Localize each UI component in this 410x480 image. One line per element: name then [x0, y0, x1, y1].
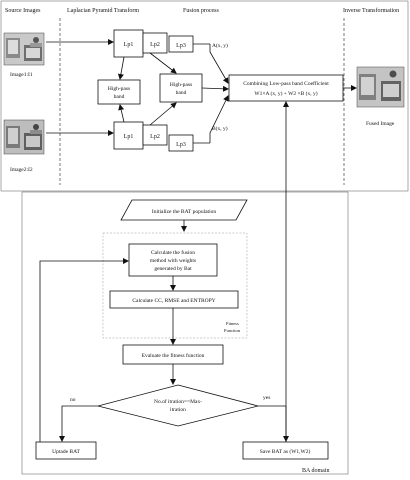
- calc-cc-label: Calculate CC, RMSE and ENTROPY: [132, 298, 215, 304]
- label-bxy: B(x, y): [212, 125, 228, 132]
- combine-line2: W1×A (x, y) + W2 ×B (x, y): [254, 90, 317, 97]
- lp3-label-lower: Lp3: [176, 142, 186, 148]
- fitness-line1: Fitness: [226, 321, 239, 326]
- arrow-b-combine: [209, 95, 229, 143]
- yes-label: yes: [263, 395, 270, 401]
- highpass-right-line1: High-pass: [170, 82, 192, 88]
- save-box: [242, 441, 329, 460]
- lp2-box-upper: [142, 32, 168, 54]
- init-parallelogram: [120, 199, 248, 221]
- fitness-region: [102, 232, 248, 339]
- highpass-box-left: [97, 79, 141, 105]
- lp1-box-lower: [113, 121, 144, 150]
- decision-line2: itration: [170, 407, 186, 413]
- save-label: Save BAT as (W1,W2): [260, 448, 311, 455]
- highpass-left-line1: High-pass: [108, 86, 130, 92]
- arrow-yes-save: [258, 405, 289, 442]
- fitness-line2: Function: [224, 328, 241, 333]
- combine-line1: Combining Low-pass band Coefficient: [243, 80, 329, 87]
- highpass-left-line2: band: [114, 94, 125, 100]
- update-label: Uptade BAT: [52, 449, 80, 455]
- fused-label: Fused Image: [366, 121, 395, 127]
- lp2-label-lower: Lp2: [150, 134, 160, 140]
- ba-domain-label: BA domain: [302, 468, 330, 474]
- decision-diamond: [97, 384, 259, 427]
- header-laplacian: Laplacian Pyramid Transform: [67, 7, 139, 14]
- arrow-hp-combine: [201, 85, 229, 92]
- arrow-lp2u-hp2: [149, 52, 177, 74]
- evaluate-label: Evaluate the fitness function: [142, 352, 205, 359]
- highpass-box-right: [159, 73, 203, 103]
- combine-box: [228, 74, 344, 102]
- image2-label: Image2:I2: [10, 167, 33, 173]
- calc-fusion-box: [128, 243, 218, 277]
- lp2-box-lower: [142, 124, 168, 146]
- calc-cc-box: [109, 290, 239, 309]
- arrow-update-loop: [39, 258, 129, 442]
- source-image-2: [3, 119, 45, 155]
- ba-domain-frame: [21, 191, 349, 475]
- fused-image: [356, 66, 405, 108]
- lp1-label-lower: Lp1: [124, 134, 134, 140]
- top-panel-frame: [0, 0, 409, 192]
- arrow-a-combine: [209, 44, 229, 84]
- arrow-lp1l-hp: [118, 104, 125, 123]
- source-image-1: [3, 32, 45, 66]
- calc-fusion-line1: Calculate the fusion: [151, 249, 195, 256]
- label-axy: A(x, y): [212, 42, 228, 49]
- arrow-no-update: [59, 405, 98, 442]
- header-inverse: Inverse Transformation: [343, 7, 399, 14]
- update-box: [35, 441, 97, 460]
- lp2-label-upper: Lp2: [150, 42, 160, 48]
- arrow-lp2l-hp2: [149, 102, 177, 126]
- header-fusion: Fusion process: [183, 8, 219, 14]
- lp3-label-upper: Lp3: [176, 43, 186, 49]
- lp1-label-upper: Lp1: [124, 42, 134, 48]
- highpass-right-line2: band: [176, 90, 187, 96]
- init-label: Initialize the BAT population: [152, 209, 216, 215]
- calc-fusion-line3: generated by Bat: [154, 266, 192, 272]
- arrow-lp1u-hp: [117, 56, 125, 80]
- decision-line1: No.of itration==Max-: [154, 398, 202, 405]
- image1-label: Image1:I1: [10, 72, 33, 78]
- no-label: no: [70, 397, 76, 403]
- calc-fusion-line2: method with weights: [150, 258, 196, 264]
- header-source: Source Images: [5, 8, 41, 14]
